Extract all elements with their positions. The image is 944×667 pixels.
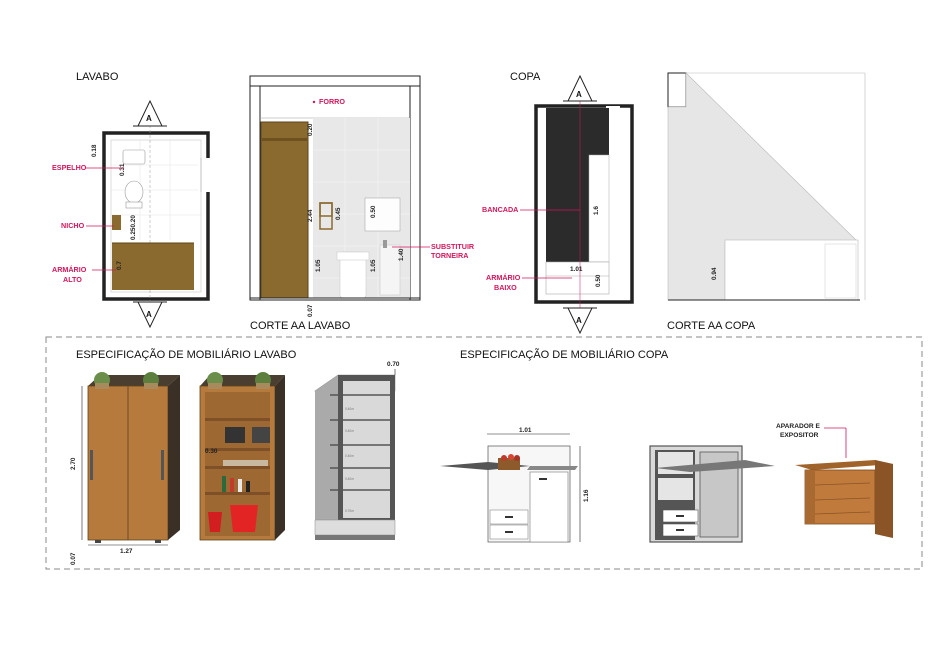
section-marker-lavabo-bottom: A (133, 301, 167, 329)
svg-text:A: A (146, 114, 152, 123)
label-aparador-2: EXPOSITOR (780, 432, 819, 439)
dim-105b: 1.05 (370, 259, 377, 272)
svg-text:0.40m: 0.40m (345, 407, 354, 411)
svg-text:A: A (146, 310, 152, 319)
label-substituir-2: TORNEIRA (431, 251, 468, 260)
dim-007: 0.07 (307, 304, 314, 317)
label-armario-alto-2: ALTO (63, 275, 82, 284)
lavabo-plan (102, 125, 212, 305)
lavabo-title: LAVABO (76, 71, 119, 83)
spec-lavabo-title: ESPECIFICAÇÃO DE MOBILIÁRIO LAVABO (76, 348, 297, 361)
svg-text:0.40m: 0.40m (345, 429, 354, 433)
corte-copa-title: CORTE AA COPA (667, 320, 756, 332)
dim-070: 0.70 (387, 361, 400, 368)
aparador-expositor (795, 460, 893, 538)
label-substituir-1: SUBSTITUIR (431, 242, 475, 251)
lavabo-section (249, 75, 421, 301)
dim-140: 1.40 (398, 248, 405, 261)
dim-045: 0.45 (335, 207, 342, 220)
copa-cabinet-wireframe (649, 445, 775, 543)
dim-244: 2.44 (307, 209, 314, 222)
wardrobe-open (199, 372, 285, 541)
svg-text:A: A (576, 90, 582, 99)
svg-text:0.70m: 0.70m (345, 509, 354, 513)
section-marker-copa-top: A (563, 74, 597, 102)
section-marker-lavabo-top: A (133, 99, 167, 127)
label-armario-alto-1: ARMÁRIO (52, 265, 87, 274)
copa-cabinet-front (440, 433, 578, 543)
dim-018: 0.18 (91, 144, 98, 157)
dim-025020: 0.250.20 (130, 215, 137, 240)
label-armario-baixo-1: ARMÁRIO (486, 273, 521, 282)
svg-text:0.40m: 0.40m (345, 477, 354, 481)
spec-frame (45, 336, 923, 570)
dim-101-spec: 1.01 (519, 427, 532, 434)
dim-127: 1.27 (120, 548, 133, 555)
dim-050: 0.50 (370, 205, 377, 218)
corte-lavabo-title: CORTE AA LAVABO (250, 320, 351, 332)
dim-007-spec: 0.07 (70, 552, 77, 565)
svg-text:A: A (576, 316, 582, 325)
label-espelho: ESPELHO (52, 163, 87, 172)
label-bancada: BANCADA (482, 205, 518, 214)
dim-105a: 1.05 (315, 259, 322, 272)
dim-050-plan: 0.50 (595, 274, 602, 287)
wardrobe-closed (87, 372, 180, 543)
section-marker-copa-bottom: A (563, 307, 597, 335)
dim-094: 0.94 (711, 267, 718, 280)
dim-030: 0.30 (205, 448, 218, 455)
copa-plan (534, 100, 634, 310)
label-forro: FORRO (319, 97, 345, 106)
dim-16: 1.6 (593, 206, 600, 215)
svg-text:0.40m: 0.40m (345, 454, 354, 458)
label-aparador-1: APARADOR E (776, 423, 820, 430)
dim-020: 0.20 (307, 123, 314, 136)
spec-copa-title: ESPECIFICAÇÃO DE MOBILIÁRIO COPA (460, 348, 669, 361)
dim-101-plan: 1.01 (570, 266, 583, 273)
dim-031: 0.31 (119, 163, 126, 176)
label-nicho: NICHO (61, 221, 85, 230)
dim-270: 2.70 (70, 457, 77, 470)
label-armario-baixo-2: BAIXO (494, 283, 517, 292)
wardrobe-wireframe: 0.40m 0.40m 0.40m 0.40m 0.70m (314, 374, 396, 540)
dim-116: 1.16 (583, 489, 590, 502)
copa-section (667, 72, 866, 301)
dim-07: 0.7 (116, 261, 123, 270)
copa-title: COPA (510, 71, 541, 83)
